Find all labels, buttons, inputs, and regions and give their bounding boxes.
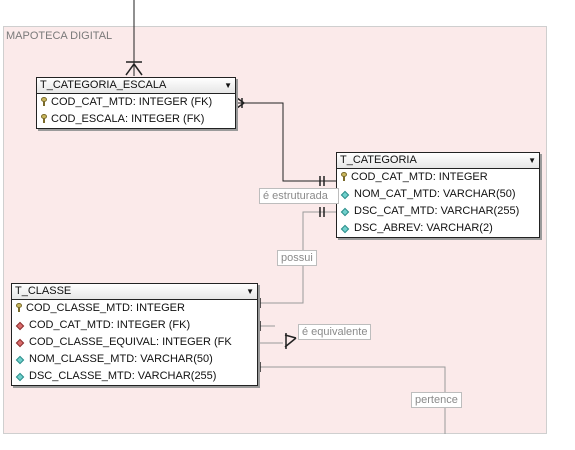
column-row[interactable]: COD_CAT_MTD: INTEGER (FK) bbox=[37, 94, 235, 111]
column-text: DSC_CLASSE_MTD: VARCHAR(255) bbox=[29, 370, 217, 382]
equiv-foot-bot bbox=[284, 337, 297, 348]
relationship-label-possui[interactable]: possui bbox=[277, 250, 317, 266]
dropdown-caret-icon[interactable]: ▼ bbox=[246, 287, 254, 296]
table-name: T_CATEGORIA_ESCALA bbox=[40, 79, 167, 91]
table-t-classe[interactable]: T_CLASSE ▼ COD_CLASSE_MTD: INTEGER COD_C… bbox=[11, 283, 258, 386]
teal-diamond-icon bbox=[15, 355, 25, 365]
relationship-label-e-estruturada[interactable]: é estruturada bbox=[259, 188, 339, 204]
column-row[interactable]: DSC_ABREV: VARCHAR(2) bbox=[337, 220, 539, 237]
teal-diamond-icon bbox=[15, 372, 25, 382]
relationship-label-pertence[interactable]: pertence bbox=[411, 392, 462, 408]
table-t-categoria-escala[interactable]: T_CATEGORIA_ESCALA ▼ COD_CAT_MTD: INTEGE… bbox=[36, 77, 236, 129]
table-header[interactable]: T_CATEGORIA ▼ bbox=[337, 153, 539, 169]
crowfoot-left bbox=[125, 63, 135, 76]
teal-diamond-icon bbox=[340, 224, 350, 234]
column-row[interactable]: NOM_CLASSE_MTD: VARCHAR(50) bbox=[12, 351, 257, 368]
key-icon bbox=[41, 114, 47, 123]
teal-diamond-icon bbox=[340, 207, 350, 217]
line-escala-to-categoria bbox=[237, 102, 336, 182]
line-pertence bbox=[258, 366, 446, 434]
column-row[interactable]: COD_CAT_MTD: INTEGER (FK) bbox=[12, 317, 257, 334]
column-row[interactable]: COD_CLASSE_EQUIVAL: INTEGER (FK bbox=[12, 334, 257, 351]
key-icon bbox=[41, 97, 47, 106]
dropdown-caret-icon[interactable]: ▼ bbox=[528, 156, 536, 165]
diagram-title: MAPOTECA DIGITAL bbox=[6, 30, 113, 42]
column-text: COD_ESCALA: INTEGER (FK) bbox=[51, 113, 205, 125]
red-diamond-icon bbox=[15, 338, 25, 348]
column-text: DSC_ABREV: VARCHAR(2) bbox=[354, 222, 493, 234]
column-text: COD_CAT_MTD: INTEGER (FK) bbox=[29, 319, 191, 331]
table-header[interactable]: T_CLASSE ▼ bbox=[12, 284, 257, 300]
escala-end-foot-top bbox=[236, 97, 245, 104]
column-row[interactable]: COD_ESCALA: INTEGER (FK) bbox=[37, 111, 235, 128]
column-row[interactable]: DSC_CAT_MTD: VARCHAR(255) bbox=[337, 203, 539, 220]
column-row[interactable]: COD_CAT_MTD: INTEGER bbox=[337, 169, 539, 186]
key-icon bbox=[341, 172, 347, 181]
column-row[interactable]: DSC_CLASSE_MTD: VARCHAR(255) bbox=[12, 368, 257, 385]
dropdown-caret-icon[interactable]: ▼ bbox=[224, 81, 232, 90]
table-name: T_CLASSE bbox=[15, 285, 72, 297]
crowfoot-right bbox=[133, 63, 143, 76]
table-t-categoria[interactable]: T_CATEGORIA ▼ COD_CAT_MTD: INTEGER NOM_C… bbox=[336, 152, 540, 238]
column-row[interactable]: COD_CLASSE_MTD: INTEGER bbox=[12, 300, 257, 317]
key-icon bbox=[16, 303, 22, 312]
column-text: COD_CLASSE_EQUIVAL: INTEGER (FK bbox=[29, 336, 232, 348]
red-diamond-icon bbox=[15, 321, 25, 331]
column-text: NOM_CAT_MTD: VARCHAR(50) bbox=[354, 188, 516, 200]
escala-end-foot-bot bbox=[236, 102, 245, 109]
equiv-foot-top bbox=[284, 334, 297, 339]
relationship-label-e-equivalente[interactable]: é equivalente bbox=[298, 324, 372, 340]
column-row[interactable]: NOM_CAT_MTD: VARCHAR(50) bbox=[337, 186, 539, 203]
column-text: NOM_CLASSE_MTD: VARCHAR(50) bbox=[29, 353, 213, 365]
table-name: T_CATEGORIA bbox=[340, 154, 417, 166]
column-text: DSC_CAT_MTD: VARCHAR(255) bbox=[354, 205, 520, 217]
teal-diamond-icon bbox=[340, 190, 350, 200]
column-text: COD_CAT_MTD: INTEGER (FK) bbox=[51, 96, 213, 108]
column-text: COD_CAT_MTD: INTEGER bbox=[351, 171, 488, 183]
table-header[interactable]: T_CATEGORIA_ESCALA ▼ bbox=[37, 78, 235, 94]
column-text: COD_CLASSE_MTD: INTEGER bbox=[26, 302, 185, 314]
